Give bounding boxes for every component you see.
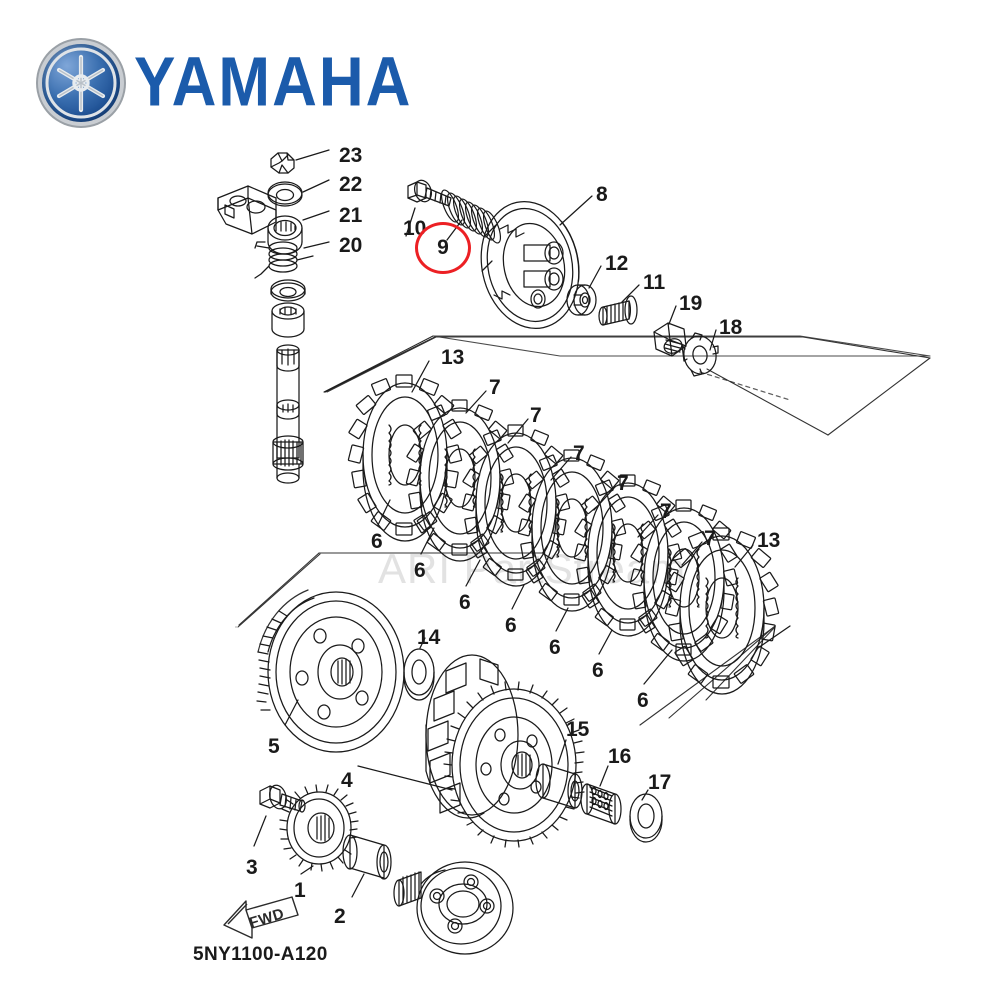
callout-7-a: 7: [489, 376, 501, 399]
callout-19: 19: [679, 292, 703, 315]
callout-23: 23: [339, 144, 363, 167]
diagram-code: 5NY1100-A120: [193, 944, 328, 965]
callout-2: 2: [334, 905, 346, 928]
callout-7-e: 7: [660, 500, 672, 523]
brand-header: YAMAHA: [42, 44, 412, 122]
callout-6-b: 6: [414, 559, 426, 582]
callout-22: 22: [339, 173, 363, 196]
callout-5: 5: [268, 735, 280, 758]
callout-21: 21: [339, 204, 363, 227]
callout-20: 20: [339, 234, 363, 257]
callout-3: 3: [246, 856, 258, 879]
callout-17: 17: [648, 771, 672, 794]
callout-6-g: 6: [637, 689, 649, 712]
callout-4: 4: [341, 769, 353, 792]
callout-12: 12: [605, 252, 629, 275]
fwd-direction-icon: FWD: [216, 893, 308, 945]
callout-16: 16: [608, 745, 632, 768]
callout-9-highlighted: 9: [437, 236, 449, 259]
callout-6-e: 6: [549, 636, 561, 659]
callout-8: 8: [596, 183, 608, 206]
yamaha-tuning-fork-icon: [42, 44, 120, 122]
callout-15: 15: [566, 718, 590, 741]
callout-14: 14: [417, 626, 441, 649]
callout-1: 1: [294, 879, 306, 902]
callout-13-upper: 13: [441, 346, 465, 369]
callout-7-b: 7: [530, 404, 542, 427]
callout-13-lower: 13: [757, 529, 781, 552]
callout-11: 11: [643, 271, 666, 294]
brand-wordmark: YAMAHA: [134, 43, 413, 122]
callout-6-d: 6: [505, 614, 517, 637]
highlight-ring: [415, 222, 471, 274]
callout-7-f: 7: [704, 527, 716, 550]
callout-7-c: 7: [573, 442, 585, 465]
callout-18: 18: [719, 316, 743, 339]
callout-6-a: 6: [371, 530, 383, 553]
callout-7-d: 7: [617, 472, 629, 495]
callout-6-c: 6: [459, 591, 471, 614]
callout-6-f: 6: [592, 659, 604, 682]
